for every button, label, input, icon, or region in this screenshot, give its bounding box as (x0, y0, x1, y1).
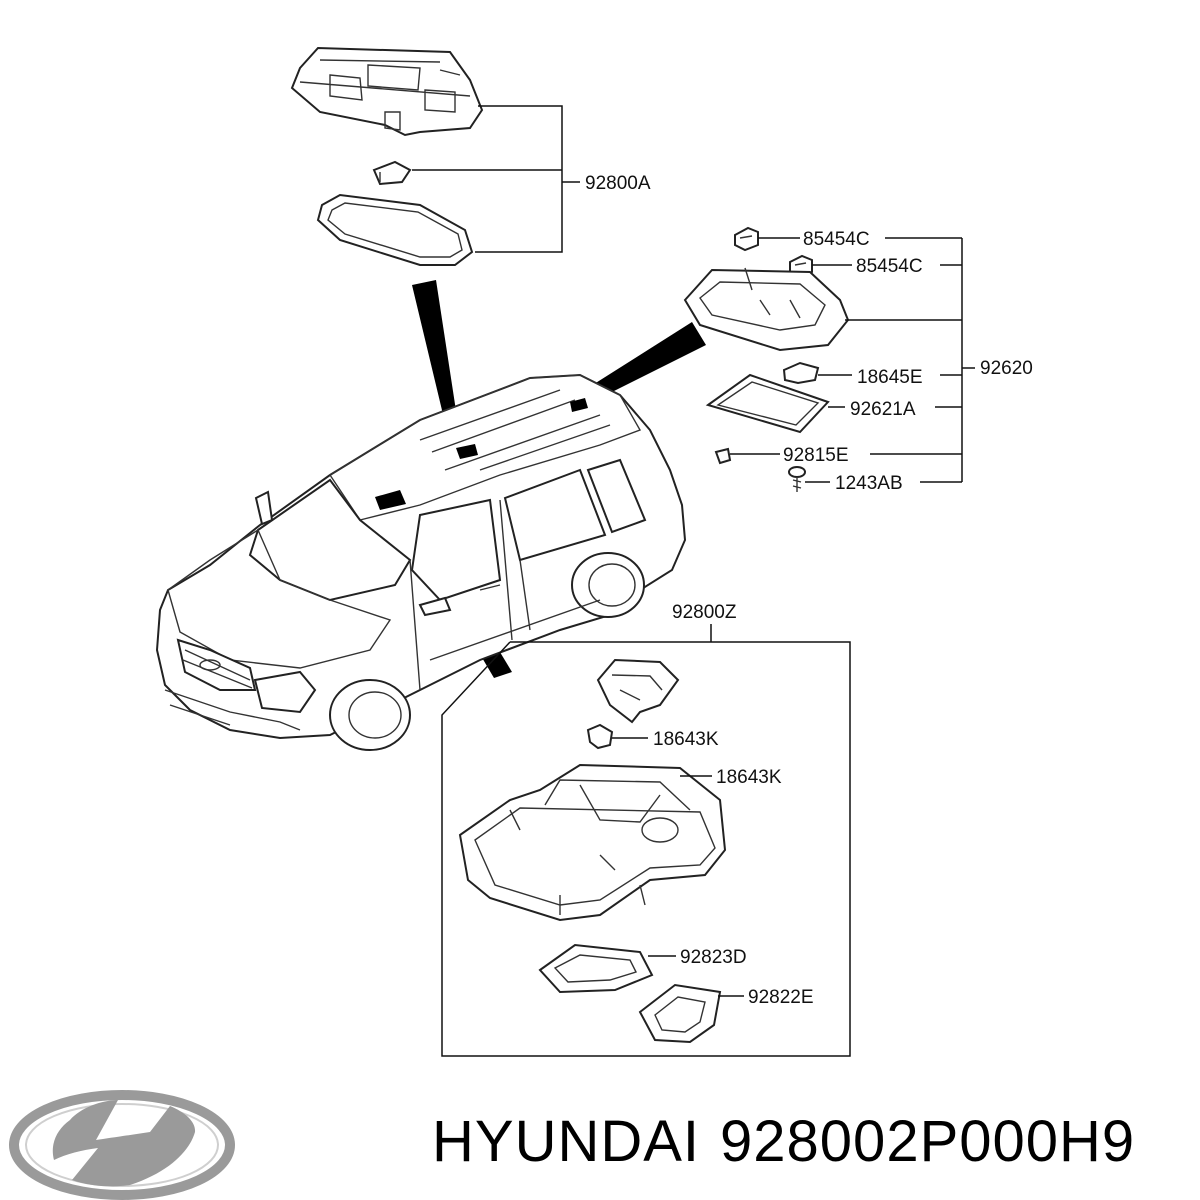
callout-18643k-2: 18643K (716, 767, 782, 788)
part-number: 928002P000H9 (720, 1109, 1136, 1174)
console-92800z (458, 763, 727, 922)
callout-92823d: 92823D (680, 947, 747, 968)
callout-18645e: 18645E (857, 367, 923, 388)
bulb-18645e (782, 361, 820, 385)
callout-1243ab: 1243AB (835, 473, 903, 494)
bracket-92800a (412, 105, 580, 253)
callout-92800a: 92800A (585, 173, 651, 194)
car-illustration (155, 373, 687, 751)
callout-92822e: 92822E (748, 987, 814, 1008)
screw-1243ab (788, 466, 806, 492)
callout-92621a: 92621A (850, 399, 916, 420)
leaders-92800z (612, 737, 744, 997)
socket-bracket (596, 658, 680, 724)
frame-92800z (441, 624, 851, 1057)
bulb-18643k-1 (586, 723, 614, 750)
bracket-92620 (730, 237, 975, 483)
console-92620 (683, 267, 850, 352)
lens-92621a (705, 373, 830, 434)
part-92815e (714, 447, 732, 465)
callout-92800z: 92800Z (672, 602, 737, 623)
clip-85454c-1 (734, 226, 759, 252)
part-caption: HYUNDAI 928002P000H9 (432, 1108, 1192, 1175)
bezel-92822e (638, 983, 722, 1044)
bulb-92800a (372, 160, 412, 186)
hyundai-logo (9, 1090, 235, 1200)
bezel-92823d (538, 943, 654, 994)
callout-85454c-1: 85454C (803, 229, 870, 250)
brand-name: HYUNDAI (432, 1109, 701, 1174)
callout-85454c-2: 85454C (856, 256, 923, 277)
callout-92620: 92620 (980, 358, 1033, 379)
map-lamp-assembly-top (290, 46, 484, 137)
callout-18643k-1: 18643K (653, 729, 719, 750)
pointer-wedge-right (572, 322, 706, 406)
callout-92815e: 92815E (783, 445, 849, 466)
lens-92800a (316, 193, 474, 266)
